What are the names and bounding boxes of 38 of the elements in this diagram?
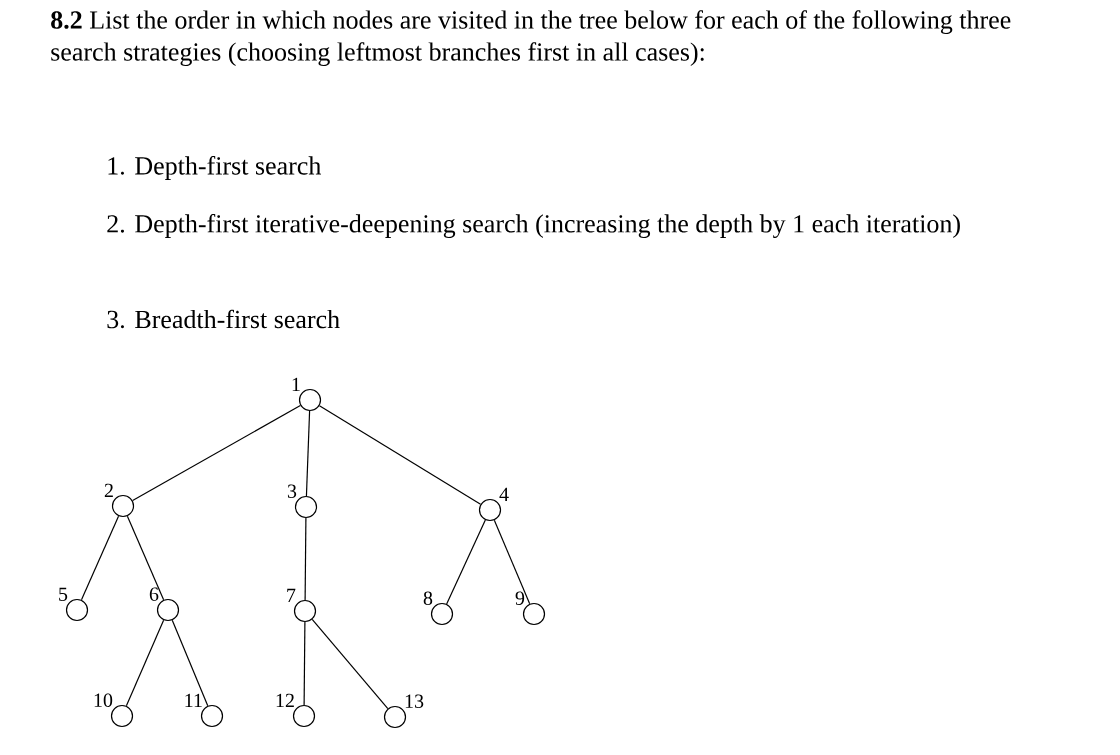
tree-edge — [132, 404, 301, 502]
node-number: 9 — [515, 591, 525, 605]
tree-node — [65, 598, 89, 622]
tree-edge — [304, 517, 307, 601]
tree-edge — [311, 618, 389, 710]
tree-edge — [126, 515, 165, 601]
tree-node — [383, 705, 407, 729]
tree-edge — [171, 619, 209, 707]
node-number: 1 — [292, 377, 300, 391]
tree-edge — [305, 410, 311, 497]
tree-node — [111, 494, 135, 518]
tree-edge — [125, 619, 165, 707]
tree-edge — [80, 515, 120, 601]
node-number: 12 — [276, 693, 294, 707]
tree-node — [298, 388, 322, 412]
node-number: 5 — [59, 587, 68, 601]
node-number: 4 — [499, 487, 509, 501]
problem-statement: 8.2 List the order in which nodes are visited in the tree below for each of the following three search strategies (choosing leftmost branches first in all cases): — [51, 10, 1011, 67]
node-number: 6 — [149, 587, 159, 601]
tree-node — [522, 602, 546, 626]
node-number: 8 — [423, 591, 433, 605]
tree-edge — [446, 519, 486, 605]
node-number: 10 — [94, 693, 113, 707]
tree-edge — [303, 621, 306, 706]
tree-node — [292, 704, 316, 728]
tree-edge — [318, 405, 482, 505]
tree-node — [430, 602, 454, 626]
node-number: 3 — [287, 484, 297, 498]
node-number: 11 — [185, 693, 202, 707]
tree-node — [200, 704, 224, 728]
node-number: 7 — [287, 588, 296, 602]
tree-edge — [493, 519, 531, 605]
node-number: 13 — [405, 694, 424, 708]
list-item: 1. Depth-first search — [108, 156, 321, 180]
list-item: 3. Breadth-first search — [107, 309, 340, 329]
node-number: 2 — [104, 483, 113, 497]
tree-node — [294, 495, 318, 519]
list-item: 2. Depth-first iterative-deepening search (increasing the depth by 1 each iteration) — [107, 214, 960, 238]
